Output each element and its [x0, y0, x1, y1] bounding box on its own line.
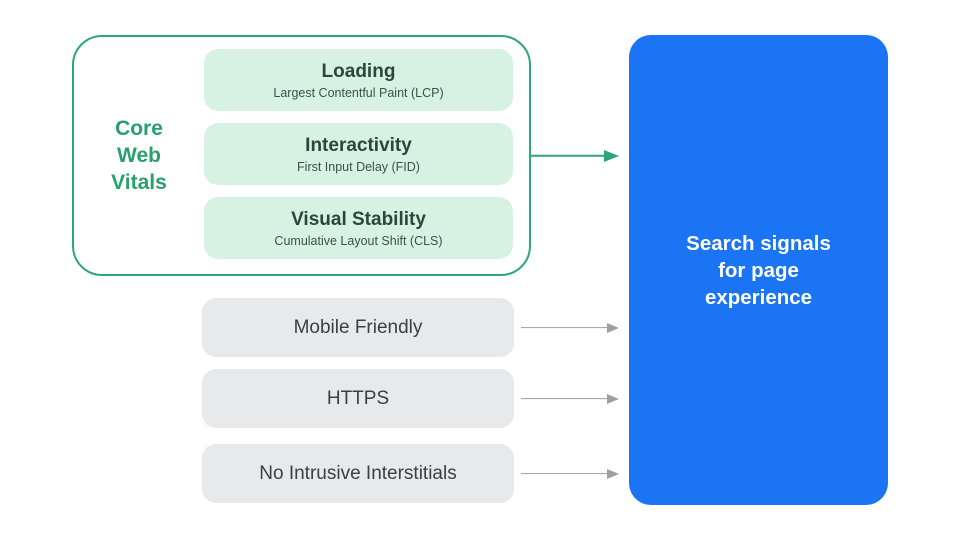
right-arrow-icon-core-web-vitals — [531, 149, 619, 162]
arrow-line — [521, 326, 609, 329]
core-web-vitals-group: Core Web Vitals Loading Largest Contentf… — [72, 35, 531, 276]
metric-title: Interactivity — [305, 134, 412, 156]
metric-title: Loading — [321, 60, 396, 82]
right-arrow-icon-mobile-friendly — [521, 322, 619, 333]
signal-box-https: HTTPS — [202, 369, 514, 428]
metric-box-visual-stability: Visual Stability Cumulative Layout Shift… — [204, 197, 513, 259]
right-arrow-icon-https — [521, 393, 619, 404]
core-web-vitals-label-line: Core — [115, 117, 163, 140]
right-arrow-icon-no-intrusive-interstitials — [521, 468, 619, 479]
core-web-vitals-metrics: Loading Largest Contentful Paint (LCP) I… — [204, 49, 513, 259]
search-signals-result-label: Search signals for page experience — [686, 231, 831, 309]
metric-box-interactivity: Interactivity First Input Delay (FID) — [204, 123, 513, 185]
metric-box-loading: Loading Largest Contentful Paint (LCP) — [204, 49, 513, 111]
signal-label: No Intrusive Interstitials — [259, 462, 457, 484]
core-web-vitals-label-line: Web — [117, 144, 161, 167]
arrow-line — [521, 472, 609, 475]
arrow-line — [521, 397, 609, 400]
metric-subtitle: Cumulative Layout Shift (CLS) — [274, 233, 443, 248]
signal-box-mobile-friendly: Mobile Friendly — [202, 298, 514, 357]
signal-box-no-intrusive-interstitials: No Intrusive Interstitials — [202, 444, 514, 503]
core-web-vitals-label: Core Web Vitals — [74, 37, 204, 274]
search-signals-result-box: Search signals for page experience — [629, 35, 888, 505]
metric-subtitle: Largest Contentful Paint (LCP) — [273, 85, 444, 100]
core-web-vitals-label-line: Vitals — [111, 171, 167, 194]
signal-label: Mobile Friendly — [293, 316, 423, 338]
arrow-head — [604, 149, 619, 162]
metric-title: Visual Stability — [291, 208, 426, 230]
metric-subtitle: First Input Delay (FID) — [297, 159, 420, 174]
signal-label: HTTPS — [326, 387, 390, 409]
arrow-head — [607, 322, 619, 333]
arrow-line — [531, 154, 607, 157]
arrow-head — [607, 468, 619, 479]
arrow-head — [607, 393, 619, 404]
